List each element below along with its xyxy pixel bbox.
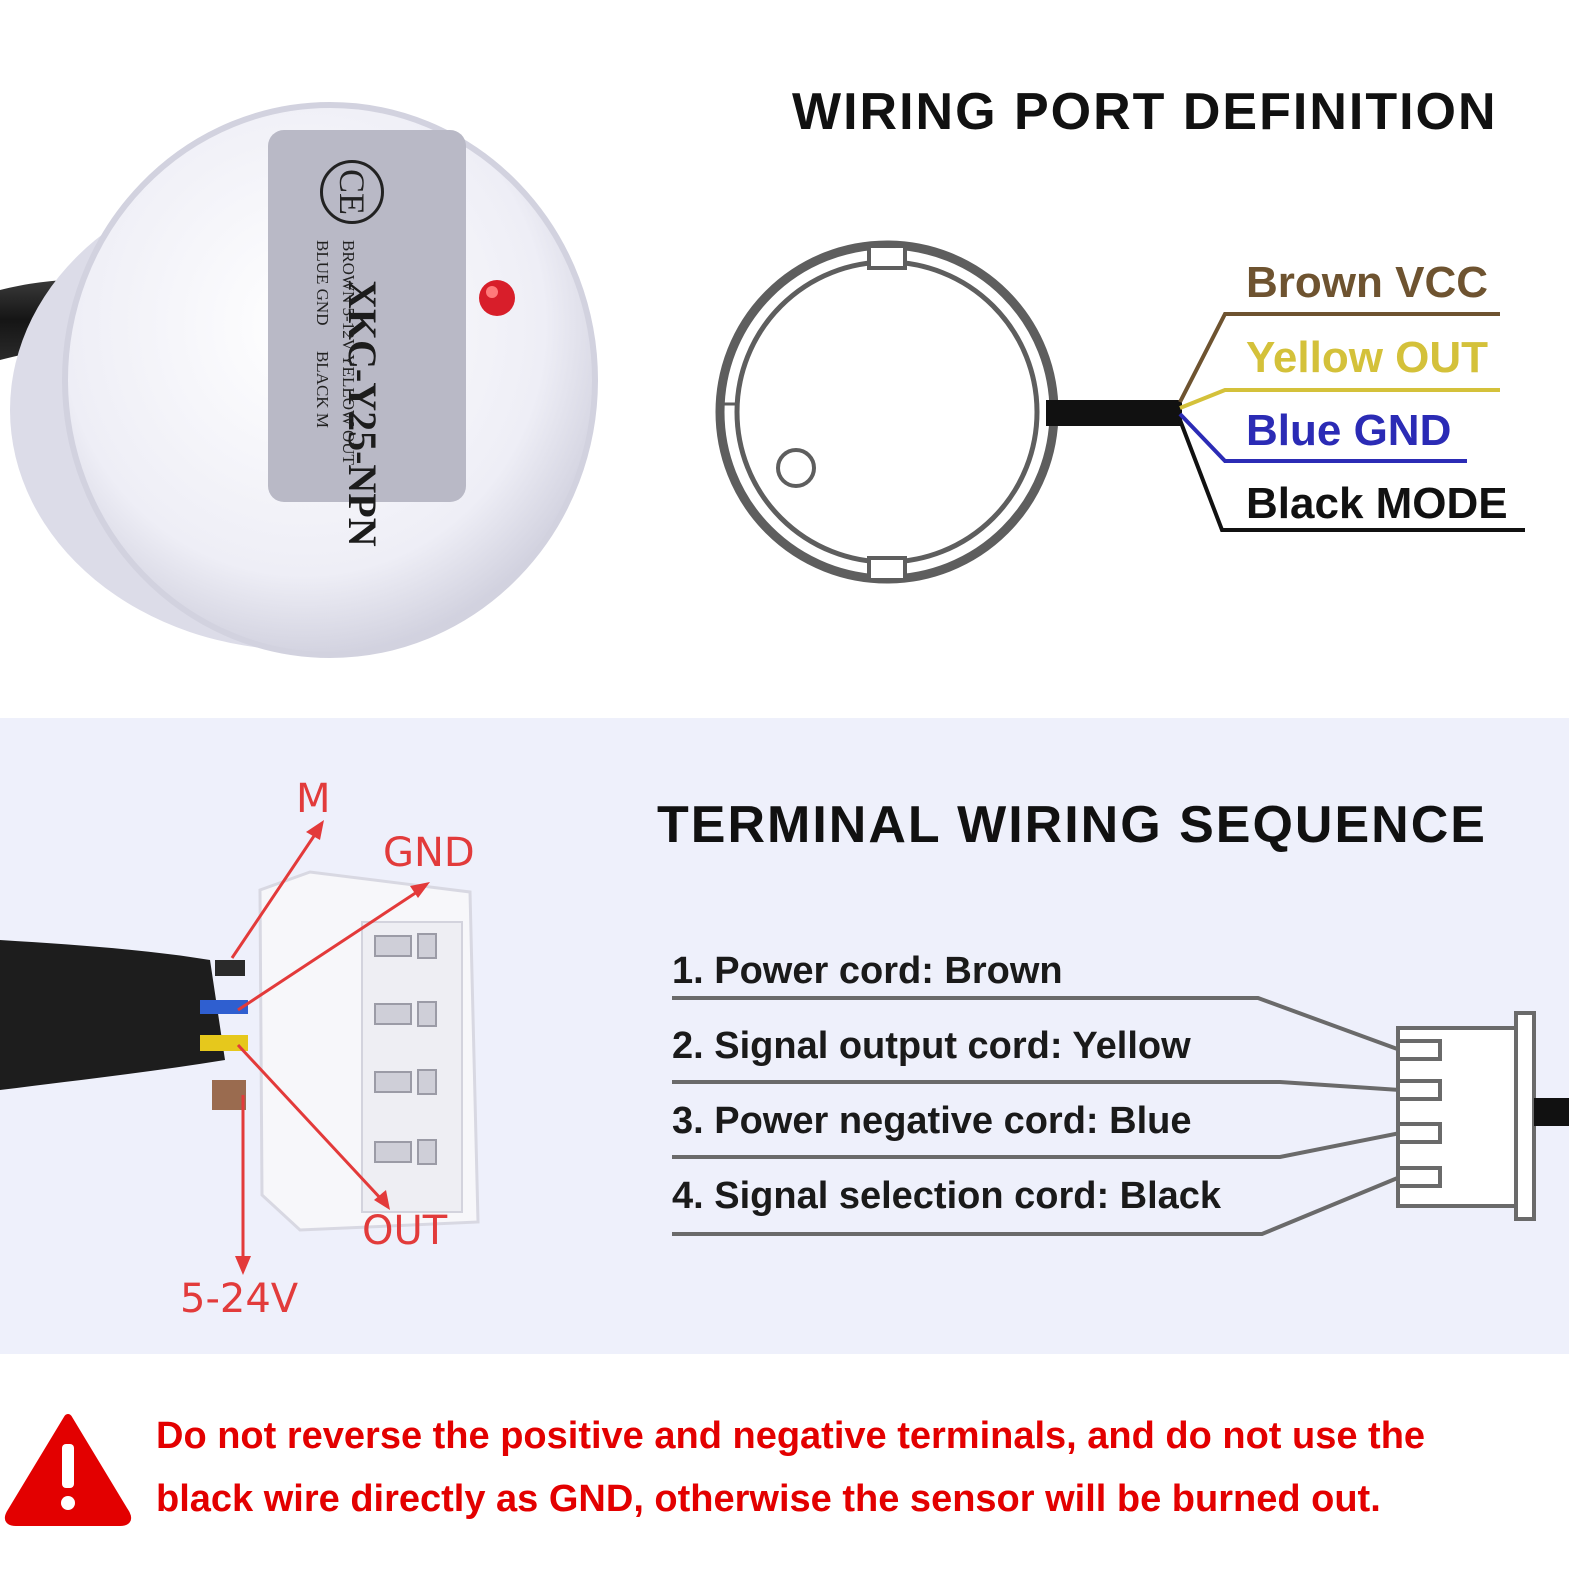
- connector-label-vcc: 5-24V: [180, 1276, 299, 1322]
- terminal-sequence-title: TERMINAL WIRING SEQUENCE: [657, 796, 1487, 854]
- sequence-item-4: 4. Signal selection cord: Black: [672, 1175, 1222, 1217]
- warning-text-line1: Do not reverse the positive and negative…: [156, 1415, 1426, 1457]
- connector-label-gnd: GND: [383, 830, 475, 876]
- wire-label-yellow: Yellow OUT: [1246, 333, 1489, 382]
- sequence-item-2: 2. Signal output cord: Yellow: [672, 1025, 1191, 1067]
- wiring-port-title: WIRING PORT DEFINITION: [792, 83, 1498, 141]
- connector-label-m: M: [296, 776, 331, 822]
- sequence-item-1: 1. Power cord: Brown: [672, 950, 1063, 992]
- sequence-item-3: 3. Power negative cord: Blue: [672, 1100, 1192, 1142]
- connector-label-out: OUT: [362, 1208, 448, 1254]
- warning-text-line2: black wire directly as GND, otherwise th…: [156, 1478, 1381, 1520]
- wire-label-black: Black MODE: [1246, 479, 1508, 528]
- wire-label-blue: Blue GND: [1246, 406, 1452, 455]
- wire-label-brown: Brown VCC: [1246, 258, 1488, 307]
